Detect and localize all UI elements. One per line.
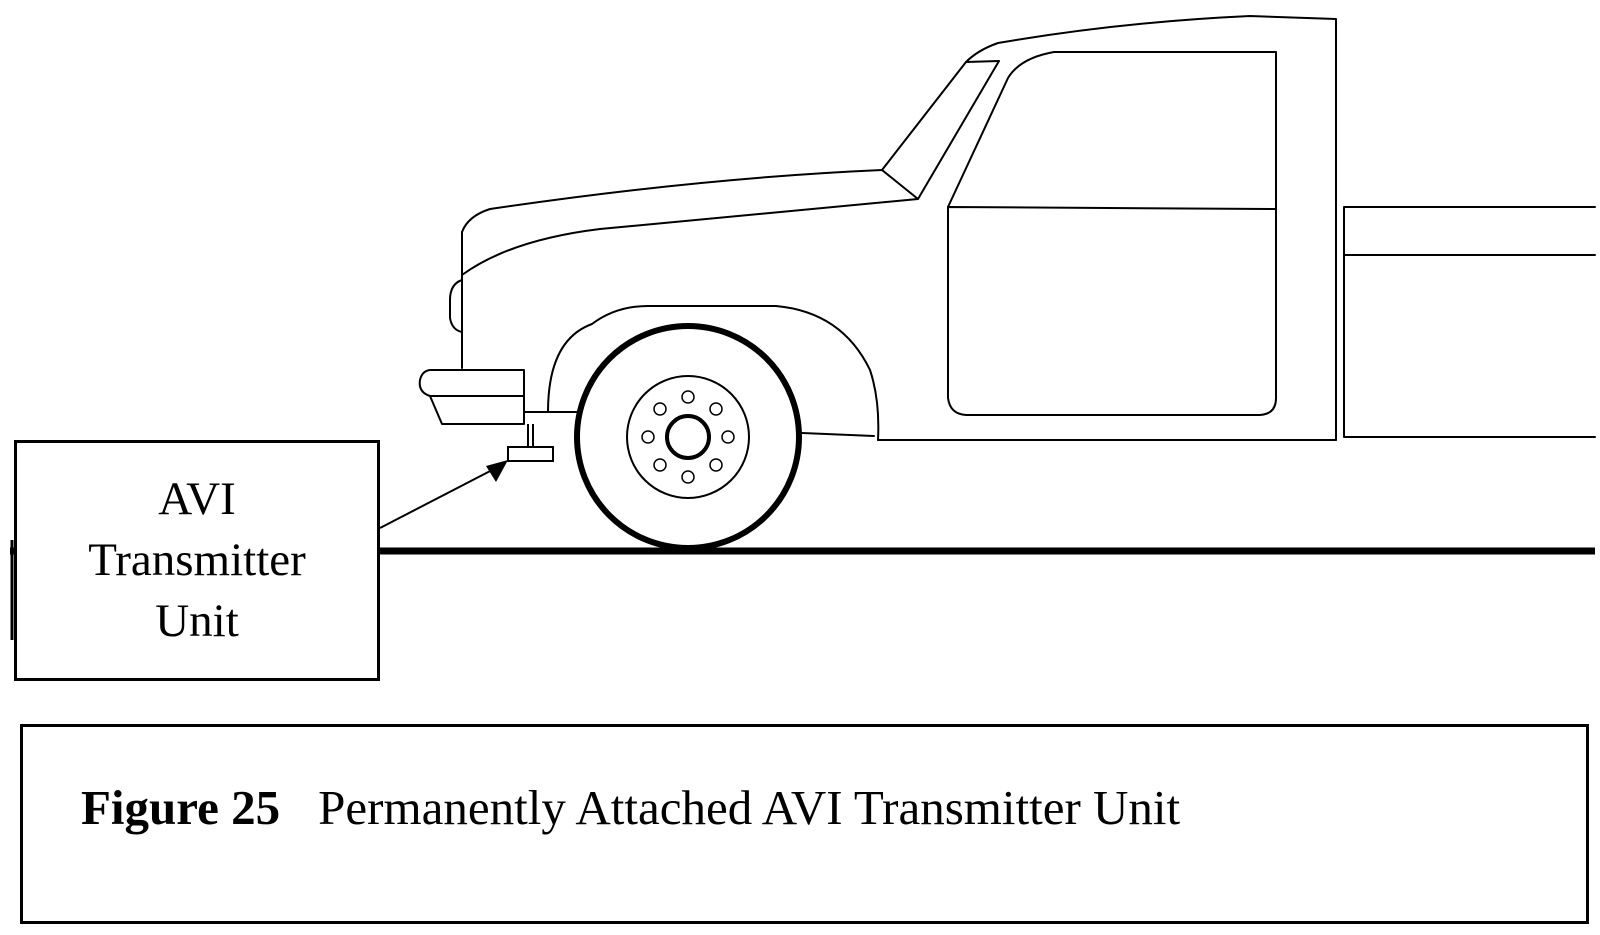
- truck-headlight: [449, 279, 463, 333]
- truck-sill-line: [801, 432, 1337, 441]
- pickup-truck: [418, 15, 1596, 441]
- transmitter-label-line2: Transmitter: [88, 534, 306, 586]
- truck-windshield: [917, 60, 1000, 200]
- front-wheel: [574, 323, 802, 551]
- truck-hood-outline: [461, 169, 919, 369]
- figure-number: Figure 25: [81, 780, 281, 835]
- truck-cowl-line: [881, 15, 1337, 441]
- transmitter-label-box: AVI Transmitter Unit: [14, 440, 380, 681]
- truck-bumper: [418, 369, 525, 425]
- wheel-hub: [665, 414, 711, 460]
- lug-nuts: [641, 390, 735, 484]
- truck-door: [947, 206, 1277, 416]
- transmitter-label-line1: AVI: [158, 473, 236, 525]
- truck-side-window: [947, 51, 1277, 210]
- caption-box: Figure 25 Permanently Attached AVI Transm…: [20, 724, 1589, 924]
- pointer-arrow: [379, 460, 508, 529]
- transmitter-label-line3: Unit: [155, 595, 239, 647]
- mounted-transmitter: [507, 424, 554, 462]
- truck-bed: [1343, 206, 1596, 438]
- figure-title: Permanently Attached AVI Transmitter Uni…: [318, 780, 1181, 835]
- wheel-rim: [626, 375, 750, 499]
- truck-fender-arch: [547, 305, 880, 441]
- figure-caption: Figure 25 Permanently Attached AVI Transm…: [81, 779, 1180, 836]
- tire: [574, 323, 802, 551]
